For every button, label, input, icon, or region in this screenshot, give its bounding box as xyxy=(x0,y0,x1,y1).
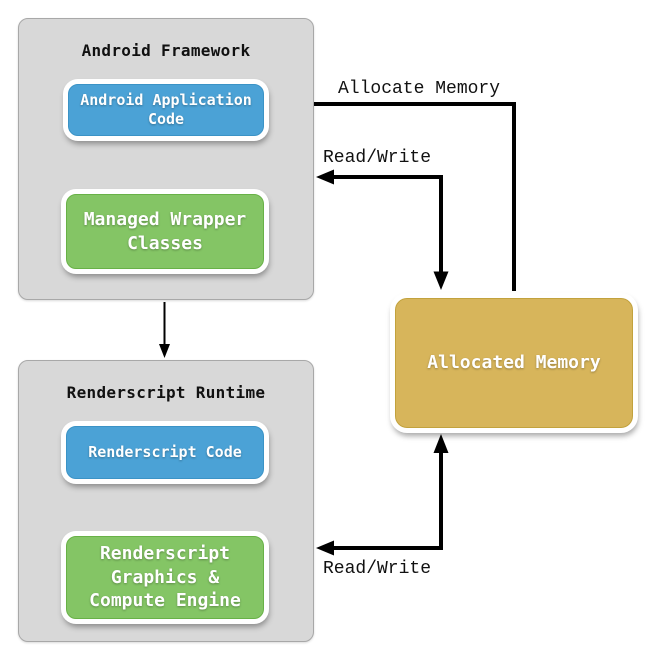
arrowhead-left-bottom xyxy=(316,540,334,556)
allocate-memory-label: Allocate Memory xyxy=(338,79,501,99)
allocate-memory-connector xyxy=(313,102,516,291)
arrowhead-down-memory xyxy=(433,271,449,290)
read-write-top-label: Read/Write xyxy=(323,148,432,168)
renderscript-code-box: Renderscript Code xyxy=(66,426,264,479)
android-framework-container: Android Framework Android Application Co… xyxy=(18,18,314,300)
renderscript-runtime-title: Renderscript Runtime xyxy=(66,383,266,402)
read-write-top-connector xyxy=(333,175,443,272)
renderscript-engine-box: Renderscript Graphics & Compute Engine xyxy=(66,536,264,619)
arrowhead-left-top xyxy=(316,169,334,185)
arrowhead-up-memory xyxy=(433,434,449,453)
read-write-bottom-label: Read/Write xyxy=(323,559,432,579)
android-application-code-box: Android Application Code xyxy=(68,84,264,136)
arrowhead-framework-to-runtime xyxy=(159,344,170,358)
android-framework-title: Android Framework xyxy=(81,41,251,60)
renderscript-runtime-container: Renderscript Runtime Renderscript Code R… xyxy=(18,360,314,642)
read-write-bottom-connector xyxy=(333,452,443,550)
allocated-memory-box: Allocated Memory xyxy=(395,298,633,428)
managed-wrapper-classes-box: Managed Wrapper Classes xyxy=(66,194,264,269)
